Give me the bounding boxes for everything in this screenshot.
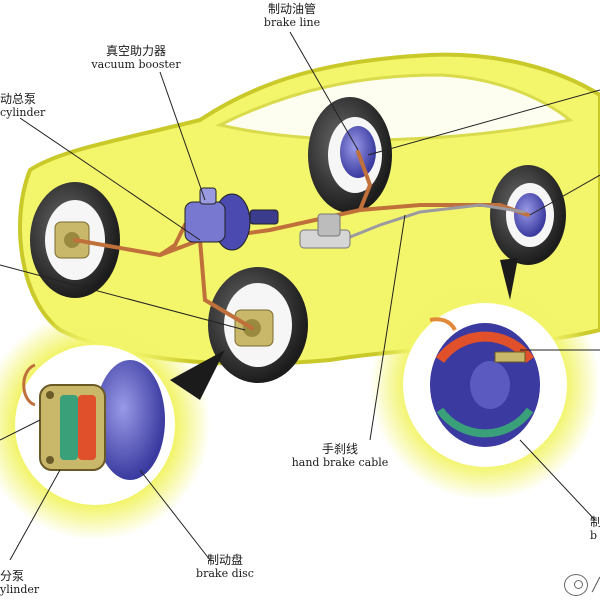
label-brake-disc: 制动盘 brake disc [196,553,254,581]
label-drum-part-zh: 制 [590,515,600,529]
wechat-icon [564,574,589,596]
hand-brake-cable [329,203,526,247]
label-hand-brake-cable: 手刹线 hand brake cable [292,442,389,470]
label-hand-brake-cable-en: hand brake cable [291,456,389,469]
label-brake-line-zh: 制动油管 [267,2,317,16]
label-brake-line: 制动油管 brake line [264,2,320,30]
label-master-cylinder: 动总泵 cylinder [0,92,45,120]
label-brake-line-en: brake line [263,16,321,29]
label-drum-part: 制 b [590,515,600,543]
vacuum-booster-unit [184,187,279,251]
leader-lines [0,31,600,561]
label-vacuum-booster-en: vacuum booster [91,58,181,71]
label-drum-part-en: b [590,529,598,542]
label-master-cylinder-zh: 动总泵 [0,92,37,106]
callout-drum [370,258,600,500]
callout-disc [0,310,225,540]
label-vacuum-booster-zh: 真空助力器 [105,44,166,58]
rear-right-wheel [308,97,392,213]
label-master-cylinder-en: cylinder [0,106,46,119]
label-hand-brake-cable-zh: 手刹线 [321,442,358,456]
label-brake-disc-en: brake disc [196,567,254,580]
label-wheel-cylinder-en: ylinder [0,583,40,596]
rear-left-wheel [208,267,308,383]
watermark: ╱ [564,574,600,596]
label-wheel-cylinder-zh: 分泵 [0,569,25,583]
label-vacuum-booster: 真空助力器 vacuum booster [91,44,180,72]
label-wheel-cylinder: 分泵 ylinder [0,569,39,597]
watermark-text: ╱ [592,577,600,593]
label-brake-disc-zh: 制动盘 [206,553,243,567]
hand-brake-lever [299,213,351,249]
